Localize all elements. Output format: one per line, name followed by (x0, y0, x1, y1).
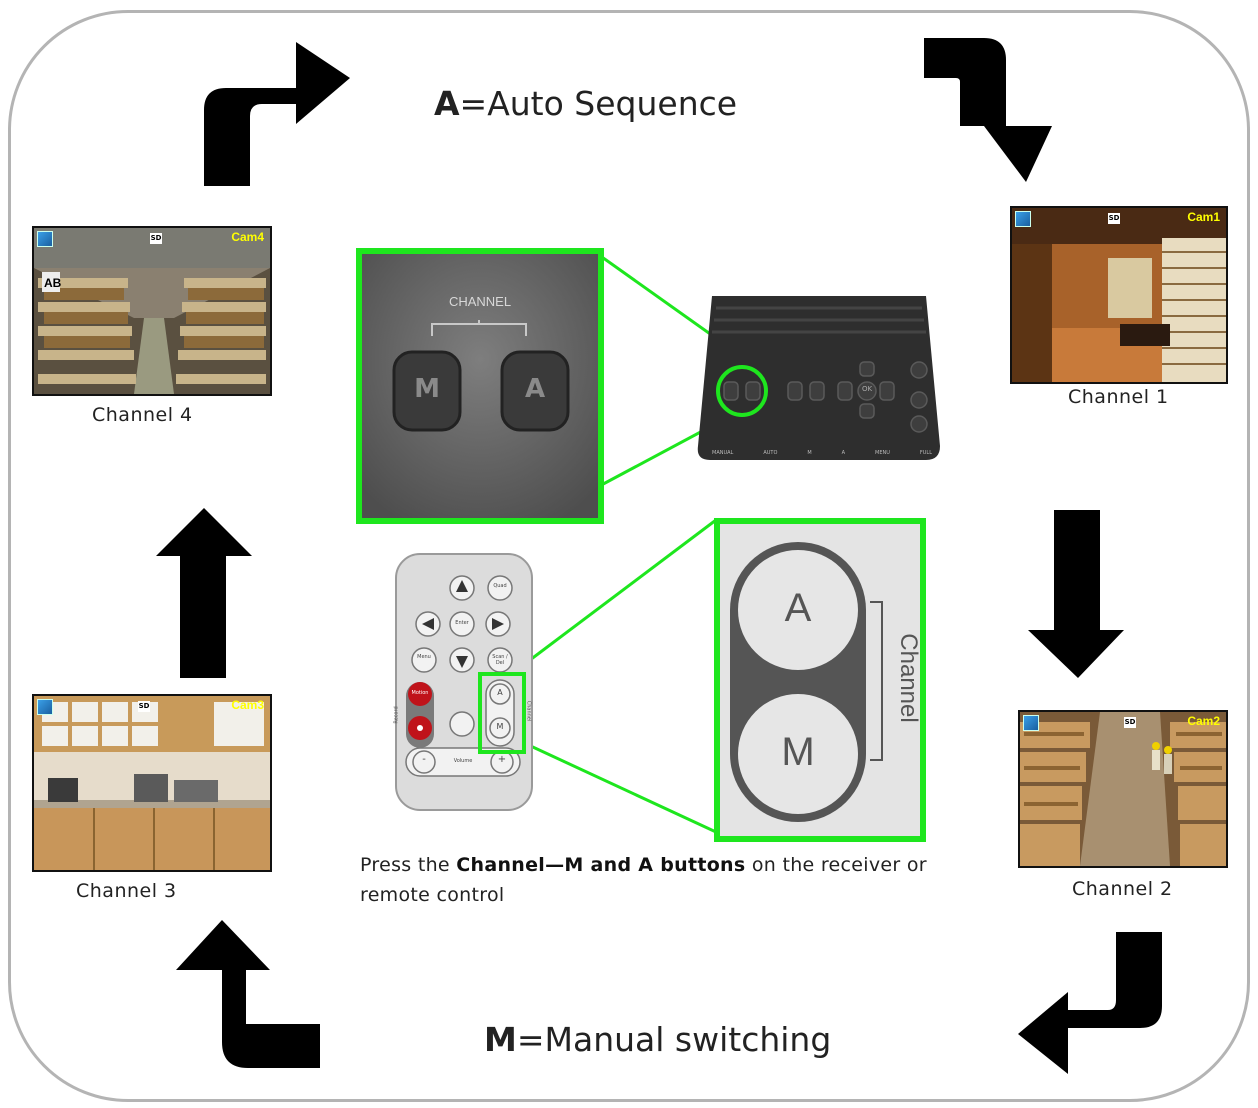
instruction-prefix: Press the (360, 854, 457, 876)
receiver-bottom-labels: MANUAL AUTO M A MENU FULL (712, 450, 932, 456)
arrow-bottom-left (176, 920, 320, 1068)
arrow-bottom-right (1018, 932, 1162, 1074)
remote-control: Quad Enter Menu Scan / Del Motion A M - … (394, 552, 534, 812)
receiver-zoom-art (362, 254, 598, 518)
sd-card-icon: SD (1108, 213, 1120, 224)
headline-manual-text: =Manual switching (516, 1020, 832, 1059)
sd-card-icon: SD (150, 233, 162, 244)
camera-logo-icon (1023, 715, 1039, 731)
remote-label-quad: Quad (493, 583, 507, 589)
zoom-remote-button-a-label: A (784, 586, 812, 630)
remote-label-volume: Volume (453, 758, 473, 764)
arrow-top-right (924, 38, 1052, 182)
remote-label-motion: Motion (411, 690, 429, 696)
camera-overlay-name: Cam3 (231, 698, 264, 712)
instruction-bold: Channel—M and A buttons (456, 854, 746, 876)
receiver-device: OK MANUAL AUTO M A MENU FULL (694, 296, 944, 466)
remote-button-zoom: A M Channel (714, 518, 926, 842)
receiver-label-manual: MANUAL (712, 450, 734, 456)
headline-auto-text: =Auto Sequence (459, 84, 738, 123)
headline-manual-switching: M=Manual switching (484, 1020, 831, 1059)
camera-overlay-name: Cam4 (231, 230, 264, 244)
remote-label-minus: - (422, 754, 426, 765)
headline-manual-key: M (484, 1020, 517, 1059)
zoom-channel-label: CHANNEL (448, 294, 512, 309)
receiver-label-menu: MENU (875, 450, 890, 456)
zoom-button-m-label: M (414, 374, 440, 404)
warehouse-scene-image: AB (34, 228, 270, 394)
arrow-left-up (156, 508, 252, 678)
arrow-top-left (204, 42, 350, 186)
remote-side-label-channel: Channel (525, 700, 532, 722)
camera-logo-icon (37, 231, 53, 247)
zoom-remote-button-m-label: M (781, 730, 815, 774)
remote-label-a: A (497, 688, 503, 697)
instruction-text: Press the Channel—M and A buttons on the… (360, 850, 960, 910)
remote-control-art (395, 553, 533, 811)
remote-label-menu: Menu (417, 654, 431, 660)
receiver-device-art (697, 296, 940, 460)
receiver-label-full: FULL (919, 450, 932, 456)
camera-overlay-name: Cam2 (1187, 714, 1220, 728)
camera-thumbnail-1: SD Cam1 (1010, 206, 1228, 384)
camera-logo-icon (37, 699, 53, 715)
warehouse-aisle-scene-image (1020, 712, 1226, 866)
camera-overlay-name: Cam1 (1187, 210, 1220, 224)
sd-card-icon: SD (1124, 717, 1136, 728)
remote-side-label-record: Record (393, 706, 400, 724)
channel-3-caption: Channel 3 (76, 880, 177, 902)
receiver-label-a: A (841, 450, 846, 456)
channel-2-caption: Channel 2 (1072, 878, 1173, 900)
remote-zoom-art (720, 524, 920, 836)
instruction-suffix: on the receiver or remote control (360, 854, 927, 906)
channel-1-caption: Channel 1 (1068, 386, 1169, 408)
zoom-button-a-label: A (524, 374, 546, 404)
remote-label-scan-del: Scan / Del (492, 654, 508, 666)
channel-4-caption: Channel 4 (92, 404, 193, 426)
arrow-right-down (1028, 510, 1124, 678)
receiver-ok-label: OK (861, 385, 873, 393)
hallway-scene-image (1012, 208, 1226, 382)
remote-label-m: M (496, 722, 504, 731)
receiver-label-auto: AUTO (763, 450, 778, 456)
sd-card-icon: SD (138, 701, 150, 712)
headline-auto-key: A (434, 84, 460, 123)
remote-label-enter: Enter (455, 620, 469, 626)
camera-thumbnail-2: SD Cam2 (1018, 710, 1228, 868)
camera-thumbnail-4: AB SD Cam4 (32, 226, 272, 396)
receiver-button-zoom: CHANNEL M A (356, 248, 604, 524)
remote-label-plus: + (497, 754, 507, 765)
zoom-remote-channel-label: Channel (895, 633, 922, 723)
svg-text:AB: AB (44, 276, 62, 290)
headline-auto-sequence: A=Auto Sequence (434, 84, 737, 123)
office-scene-image (34, 696, 270, 870)
receiver-label-m: M (807, 450, 812, 456)
camera-logo-icon (1015, 211, 1031, 227)
camera-thumbnail-3: SD Cam3 (32, 694, 272, 872)
